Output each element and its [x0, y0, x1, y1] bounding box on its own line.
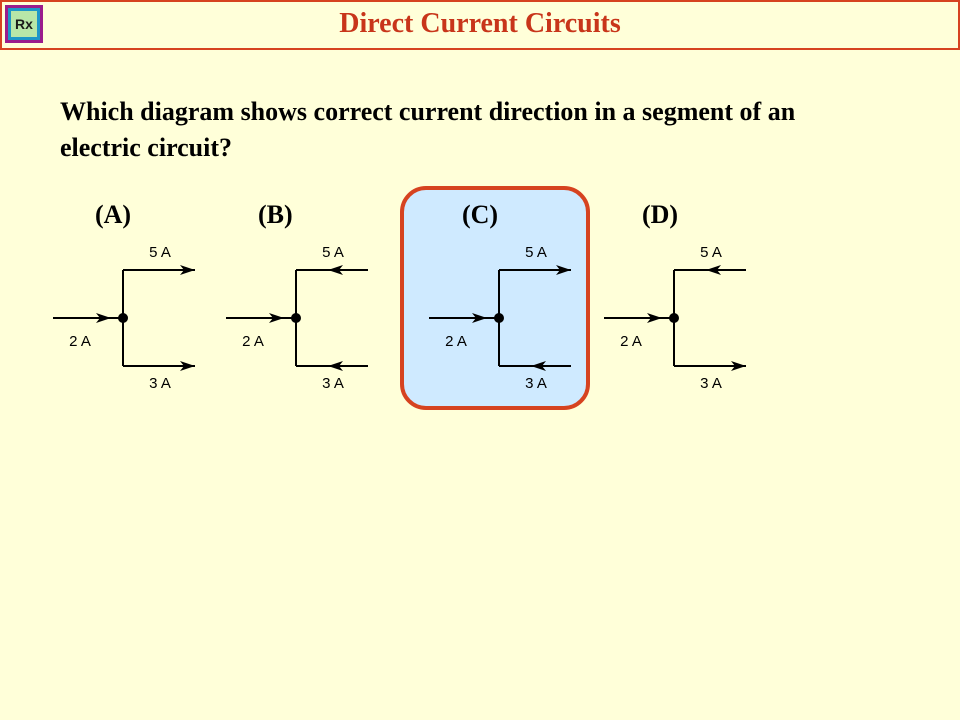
arrow-bottom-a	[180, 361, 195, 371]
title-bar: Rx Direct Current Circuits	[0, 0, 960, 50]
label-input-d: 2 A	[620, 333, 642, 350]
arrow-top-b	[328, 265, 343, 275]
label-bottom-d: 3 A	[700, 375, 722, 392]
arrow-in-c	[472, 313, 487, 323]
arrow-in-b	[269, 313, 284, 323]
page-title: Direct Current Circuits	[339, 8, 621, 39]
arrow-in-a	[96, 313, 111, 323]
answer-highlight	[400, 186, 590, 410]
label-input-b: 2 A	[242, 333, 264, 350]
choice-label-d[interactable]: (D)	[642, 200, 679, 229]
label-input-c: 2 A	[445, 333, 467, 350]
label-bottom-a: 3 A	[149, 375, 171, 392]
label-top-b: 5 A	[322, 244, 344, 261]
choice-label-c[interactable]: (C)	[462, 200, 499, 229]
arrow-in-d	[647, 313, 662, 323]
arrow-top-c	[556, 265, 571, 275]
rx-logo-icon: Rx	[5, 5, 43, 43]
arrow-bottom-d	[731, 361, 746, 371]
arrow-top-d	[706, 265, 721, 275]
arrow-bottom-c	[531, 361, 546, 371]
junction-dot-b	[291, 313, 301, 323]
label-bottom-b: 3 A	[322, 375, 344, 392]
label-top-d: 5 A	[700, 244, 722, 261]
label-bottom-c: 3 A	[525, 375, 547, 392]
question-text: Which diagram shows correct current dire…	[60, 97, 796, 162]
junction-dot-a	[118, 313, 128, 323]
label-top-a: 5 A	[149, 244, 171, 261]
junction-dot-c	[494, 313, 504, 323]
arrow-bottom-b	[328, 361, 343, 371]
choice-label-a[interactable]: (A)	[95, 200, 132, 229]
junction-dot-d	[669, 313, 679, 323]
choice-label-b[interactable]: (B)	[258, 200, 293, 229]
arrow-top-a	[180, 265, 195, 275]
label-top-c: 5 A	[525, 244, 547, 261]
label-input-a: 2 A	[69, 333, 91, 350]
